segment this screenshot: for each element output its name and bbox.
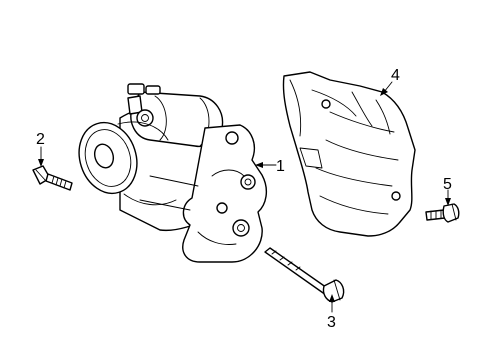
long-bolt xyxy=(264,247,345,303)
callout-1: 1 xyxy=(276,158,285,175)
callout-2: 2 xyxy=(36,131,45,148)
leader-lines xyxy=(38,81,451,313)
starter-motor xyxy=(78,83,268,263)
shield-bolt xyxy=(425,203,460,223)
callout-4: 4 xyxy=(391,67,400,84)
heat-shield xyxy=(282,71,416,237)
short-bolt xyxy=(32,165,73,191)
callout-5: 5 xyxy=(443,176,452,193)
callout-3: 3 xyxy=(327,314,336,331)
